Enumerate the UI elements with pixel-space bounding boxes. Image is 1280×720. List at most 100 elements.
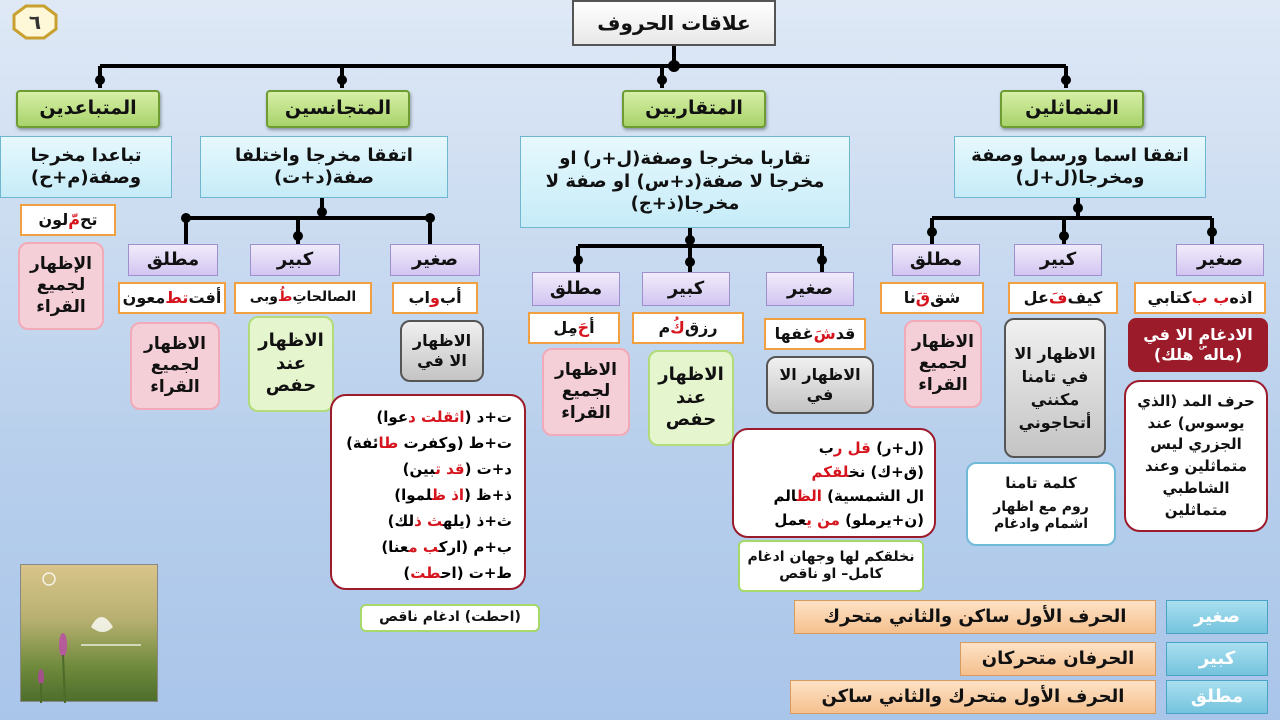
example-text: أ: [589, 318, 595, 337]
legend-label-mutlaq: مطلق: [1166, 680, 1268, 714]
mutaqariban-saghir-label: صغير: [766, 272, 854, 306]
definition-mutabaidan: تباعدا مخرجا وصفة(م+ح): [0, 136, 172, 198]
mutajanisan-exceptions-list: ت+د (اثقلت دعوا)ت+ط (وكفرت طائفة)د+ت (قد…: [330, 394, 526, 590]
exception-item: (ن+يرملو) من يعمل: [744, 508, 924, 532]
mutajanisan-kabir-ruling: الاظهار عند حفص: [248, 316, 334, 412]
mutaqariban-mutlaq-label: مطلق: [532, 272, 620, 306]
mutamathilan-mutlaq-label: مطلق: [892, 244, 980, 276]
exception-item: ط+ت (احطت): [344, 560, 512, 586]
mutajanisan-kabir-label: كبير: [250, 244, 340, 276]
exception-text: ت+ط (وكفرت: [398, 434, 512, 452]
exception-item: (ق+ك) نخلقكم: [744, 460, 924, 484]
exception-highlight: ث ذ: [414, 512, 443, 530]
mutamathilan-saghir-label: صغير: [1176, 244, 1264, 276]
example-text: كتابي: [1147, 288, 1192, 307]
mutaqariban-saghir-note: نخلقكم لها وجهان ادغام كامل– او ناقص: [738, 540, 924, 592]
definition-mutajanisan: اتفقا مخرجا واختلفا صفة(د+ت): [200, 136, 448, 198]
exception-highlight: قل ر: [833, 439, 871, 457]
example-text: تح: [79, 210, 98, 229]
definition-mutamathilan: اتفقا اسما ورسما وصفة ومخرجا(ل+ل): [954, 136, 1206, 198]
example-text: وبى: [249, 289, 278, 306]
example-text: اب: [408, 288, 431, 307]
exception-text: عمل: [774, 511, 807, 529]
exception-item: ب+م (اركب معنا): [344, 534, 512, 560]
example-text: قد: [835, 324, 856, 343]
example-text: عل: [1023, 288, 1049, 307]
mutajanisan-mutlaq-label: مطلق: [128, 244, 218, 276]
mutaqariban-saghir-example: قد شَغفها: [764, 318, 866, 350]
example-text: أفت: [188, 288, 222, 307]
legend-desc-kabir: الحرفان متحركان: [960, 642, 1156, 676]
example-highlight: قَ: [915, 288, 931, 307]
exception-highlight: اذ ظ: [431, 486, 465, 504]
exception-item: (ل+ر) قل رب: [744, 436, 924, 460]
exception-text: (ق+ك) نخ: [848, 463, 924, 481]
example-highlight: طُ: [277, 289, 293, 306]
mutaqariban-saghir-ruling: الاظهار الا في: [766, 356, 874, 414]
exception-item: ت+د (اثقلت دعوا): [344, 404, 512, 430]
example-highlight: ب ب: [1191, 288, 1230, 307]
example-highlight: مّ: [68, 210, 80, 229]
example-text: لون: [38, 210, 69, 229]
mutamathilan-mutlaq-ruling: الاظهار لجميع القراء: [904, 320, 982, 408]
example-text: الصالحاتِ: [292, 289, 357, 306]
exception-text: عنا): [381, 538, 409, 556]
exception-text: ئفة): [346, 434, 379, 452]
mutamathilan-kabir-label: كبير: [1014, 244, 1102, 276]
mutaqariban-kabir-label: كبير: [642, 272, 730, 306]
legend-desc-mutlaq: الحرف الأول متحرك والثاني ساكن: [790, 680, 1156, 714]
page-number-badge: ٦: [12, 4, 58, 40]
exception-text: ): [403, 564, 411, 582]
page-number: ٦: [28, 9, 42, 34]
exception-text: د+ت (: [464, 460, 512, 478]
mutamathilan-saghir-ruling: الادغام الا في (ماله ۜ هلك): [1128, 318, 1268, 372]
example-highlight: حَ: [577, 318, 590, 337]
exception-text: ال الشمسية): [821, 487, 924, 505]
mutamathilan-kabir-example: كيف فَعل: [1008, 282, 1118, 314]
mutajanisan-saghir-note: (احطت) ادغام ناقص: [360, 604, 540, 632]
tamanna-note: كلمة تامنا روم مع اظهار اشمام وادغام: [966, 462, 1116, 546]
example-text: كيف: [1067, 288, 1103, 307]
category-mutabaidan: المتباعدين: [16, 90, 160, 128]
madd-note: حرف المد (الذي يوسوس) عند الجزري ليس متم…: [1124, 380, 1268, 532]
legend-label-saghir: صغير: [1166, 600, 1268, 634]
exception-text: ب+م (ارك: [438, 538, 512, 556]
mutamathilan-kabir-ruling: الاظهار الا في تامنا مكنني أتحاجوني: [1004, 318, 1106, 458]
exception-item: ت+ط (وكفرت طائفة): [344, 430, 512, 456]
example-text: غفها: [774, 324, 814, 343]
legend-label-kabir: كبير: [1166, 642, 1268, 676]
example-highlight: فَ: [1048, 288, 1068, 307]
category-mutajanisan: المتجانسين: [266, 90, 410, 128]
octagon-badge-icon: [12, 4, 58, 40]
exception-text: ت+د (: [464, 408, 512, 426]
exception-text: بين): [402, 460, 436, 478]
example-text: رزق: [684, 318, 718, 337]
exception-highlight: من ي: [806, 511, 840, 529]
exception-item: ذ+ظ (اذ ظلموا): [344, 482, 512, 508]
tamanna-title: كلمة تامنا: [1005, 474, 1077, 493]
exception-text: عوا): [376, 408, 409, 426]
legend-desc-saghir: الحرف الأول ساكن والثاني متحرك: [794, 600, 1156, 634]
exception-highlight: اثقلت د: [408, 408, 465, 426]
exception-highlight: الظ: [796, 487, 822, 505]
exception-highlight: لقكم: [811, 463, 849, 481]
mutajanisan-saghir-label: صغير: [390, 244, 480, 276]
example-text: شق: [930, 288, 961, 307]
example-text: مِل: [553, 318, 578, 337]
exception-text: ط+ت (اح: [440, 564, 512, 582]
example-text: م: [658, 318, 671, 337]
mutabaidan-ruling: الإظهار لجميع القراء: [18, 242, 104, 330]
exception-text: الم: [773, 487, 797, 505]
exception-text: (ل+ر): [870, 439, 924, 457]
flower-field-icon: [38, 572, 141, 704]
exception-text: ث+ذ (يله: [442, 512, 512, 530]
example-text: أب: [439, 288, 462, 307]
